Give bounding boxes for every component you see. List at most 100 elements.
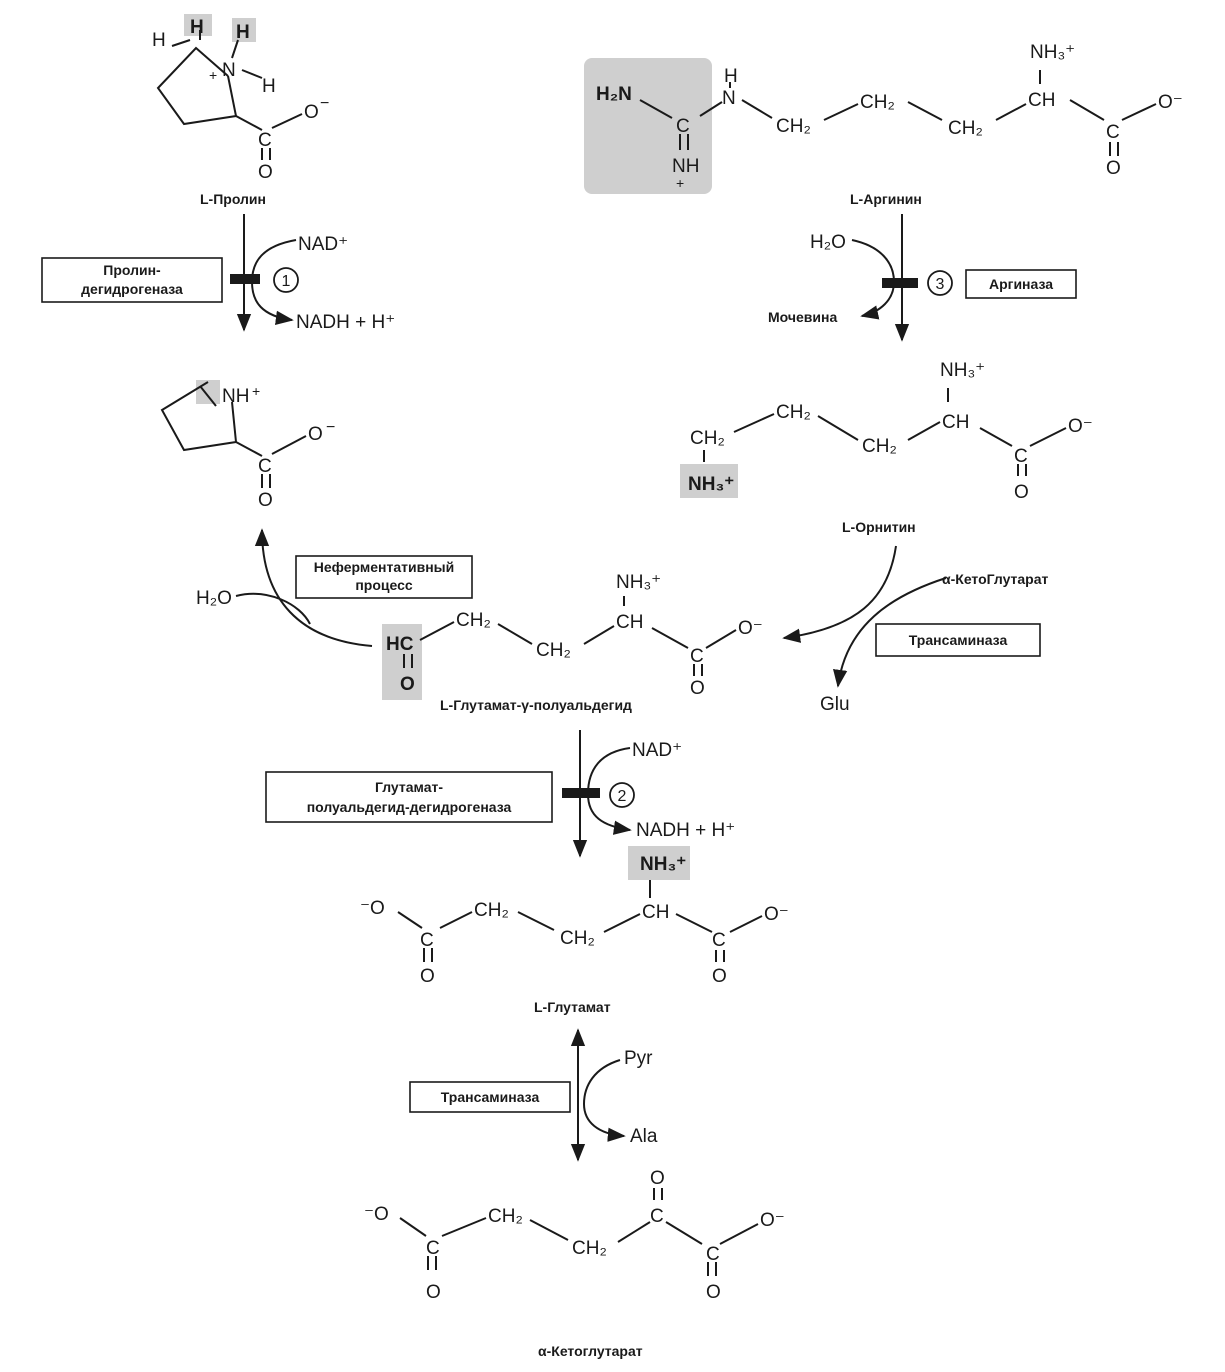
ornithine-c: C xyxy=(1014,446,1028,467)
proline-name: L-Пролин xyxy=(200,191,266,207)
highlight xyxy=(184,14,212,36)
proline-h: H xyxy=(262,76,276,97)
enzyme-label: Аргиназа xyxy=(989,276,1053,292)
gsa-dehydrogenase-box xyxy=(265,771,553,823)
process-label: Неферментативный xyxy=(314,559,454,575)
nad-reagent: NAD⁺ xyxy=(632,740,682,761)
ornithine-name: L-Орнитин xyxy=(842,519,916,535)
ornithine-ch2: CH₂ xyxy=(690,428,725,449)
proline-h: H xyxy=(190,17,204,38)
arginine-ch2: CH₂ xyxy=(776,116,811,137)
nonenzymatic-cyclization: H₂O Неферментативный процесс xyxy=(196,528,473,647)
enzyme-label: дегидрогеназа xyxy=(81,281,183,297)
transaminase-box xyxy=(875,623,1041,657)
water-reagent: H₂O xyxy=(810,232,846,253)
step-1-number: 1 xyxy=(282,273,291,290)
akg-o: O⁻ xyxy=(760,1210,785,1231)
amino-highlight xyxy=(628,846,690,880)
ornithine-nh3: NH₃⁺ xyxy=(940,360,985,381)
nadh-product: NADH + H⁺ xyxy=(296,312,395,333)
akg-o: O xyxy=(426,1282,441,1303)
akg-ch2: CH₂ xyxy=(488,1206,523,1227)
step-2-reaction: 2 NAD⁺ NADH + H⁺ Глутамат- полуальдегид-… xyxy=(265,730,735,858)
glutamate-structure: ⁻O C O CH₂ CH₂ NH₃⁺ CH C O⁻ O L-Глутамат xyxy=(360,846,789,1015)
gsa-hc: HC xyxy=(386,634,414,655)
ornithine-ch: CH xyxy=(942,412,969,433)
arginine-ch2: CH₂ xyxy=(948,118,983,139)
arginine-o: O⁻ xyxy=(1158,92,1183,113)
arginine-n: N xyxy=(722,88,736,109)
akg-c: C xyxy=(426,1238,440,1259)
arginase-box xyxy=(965,269,1077,299)
amino-highlight xyxy=(680,464,738,498)
ornithine-ch2: CH₂ xyxy=(862,436,897,457)
akg-o: O xyxy=(650,1168,665,1189)
pyrroline-carboxylate-structure: NH + C O − O xyxy=(160,380,335,511)
akg-c: C xyxy=(706,1244,720,1265)
akg-name: α-Кетоглутарат xyxy=(538,1343,643,1359)
gsa-o: O xyxy=(400,674,415,695)
proline-n-charge: + xyxy=(209,67,217,83)
alpha-ketoglutarate-structure: ⁻O C O CH₂ CH₂ O C C O⁻ O α-Кетоглутарат xyxy=(364,1168,785,1359)
enzyme-label: полуальдегид-дегидрогеназа xyxy=(307,799,512,815)
ornithine-o: O⁻ xyxy=(1068,416,1093,437)
proline-o-charge: − xyxy=(320,95,329,112)
proline-n: N xyxy=(222,60,236,81)
ornithine-structure: CH₂ NH₃⁺ CH₂ CH₂ NH₃⁺ CH C O⁻ O L-Орнити… xyxy=(680,360,1093,535)
glutamate-c: C xyxy=(712,930,726,951)
proline-dehydrogenase-box xyxy=(41,257,223,303)
nadh-product: NADH + H⁺ xyxy=(636,820,735,841)
gsa-ch2: CH₂ xyxy=(456,610,491,631)
arginine-name: L-Аргинин xyxy=(850,191,922,207)
arginine-nh: NH xyxy=(672,156,699,177)
proline-o: O xyxy=(304,102,319,123)
glutamate-c: C xyxy=(420,930,434,951)
arginine-h2n: H₂N xyxy=(596,84,632,105)
ornithine-ch2: CH₂ xyxy=(776,402,811,423)
arginine-c: C xyxy=(676,116,690,137)
glutamate-o: O xyxy=(420,966,435,987)
gsa-nh3: NH₃⁺ xyxy=(616,572,661,593)
proline-h: H xyxy=(236,22,250,43)
enzyme-label: Трансаминаза xyxy=(441,1089,540,1105)
gsa-o: O⁻ xyxy=(738,618,763,639)
arginine-c: C xyxy=(1106,122,1120,143)
proline-o: O xyxy=(258,162,273,183)
nad-reagent: NAD⁺ xyxy=(298,234,348,255)
transaminase-box xyxy=(409,1081,571,1113)
arginine-ch: CH xyxy=(1028,90,1055,111)
proline-structure: H H H N + H C O − O L-Пролин xyxy=(152,14,329,207)
arginine-charge: + xyxy=(676,175,684,191)
step-2-number: 2 xyxy=(618,788,627,805)
proline-c: C xyxy=(258,130,272,151)
gsa-name: L-Глутамат-γ-полуальдегид xyxy=(440,697,632,713)
glutamate-ch2: CH₂ xyxy=(474,900,509,921)
pyruvate-reagent: Pyr xyxy=(624,1048,653,1069)
glutamate-product: Glu xyxy=(820,694,850,715)
water-reagent: H₂O xyxy=(196,588,232,609)
glutamate-ch: CH xyxy=(642,902,669,923)
alpha-ketoglutarate-reagent: α-КетоГлутарат xyxy=(942,571,1049,587)
highlight xyxy=(196,380,220,404)
proline-h: H xyxy=(152,30,166,51)
glutamate-ch2: CH₂ xyxy=(560,928,595,949)
arginine-nh3: NH₃⁺ xyxy=(1030,42,1075,63)
enzyme-label: Трансаминаза xyxy=(909,632,1008,648)
gsa-ch: CH xyxy=(616,612,643,633)
glutamate-transamination: Pyr Ala Трансаминаза xyxy=(409,1028,658,1162)
step-3-number: 3 xyxy=(936,276,945,293)
urea-product: Мочевина xyxy=(768,309,837,325)
ornithine-o: O xyxy=(1014,482,1029,503)
glutamate-semialdehyde-structure: HC O CH₂ CH₂ NH₃⁺ CH C O⁻ O L-Глутамат-γ… xyxy=(382,572,763,713)
glutamate-nh3: NH₃⁺ xyxy=(640,854,686,875)
p5c-c: C xyxy=(258,456,272,477)
ornithine-nh3: NH₃⁺ xyxy=(688,474,734,495)
enzyme-label: Глутамат- xyxy=(375,779,443,795)
alanine-product: Ala xyxy=(630,1126,658,1147)
arginine-h: H xyxy=(724,66,738,87)
gsa-o: O xyxy=(690,678,705,699)
process-label: процесс xyxy=(355,577,413,593)
nonenzymatic-box xyxy=(295,555,473,599)
p5c-o-charge: − xyxy=(326,419,335,436)
akg-o: ⁻O xyxy=(364,1204,389,1225)
